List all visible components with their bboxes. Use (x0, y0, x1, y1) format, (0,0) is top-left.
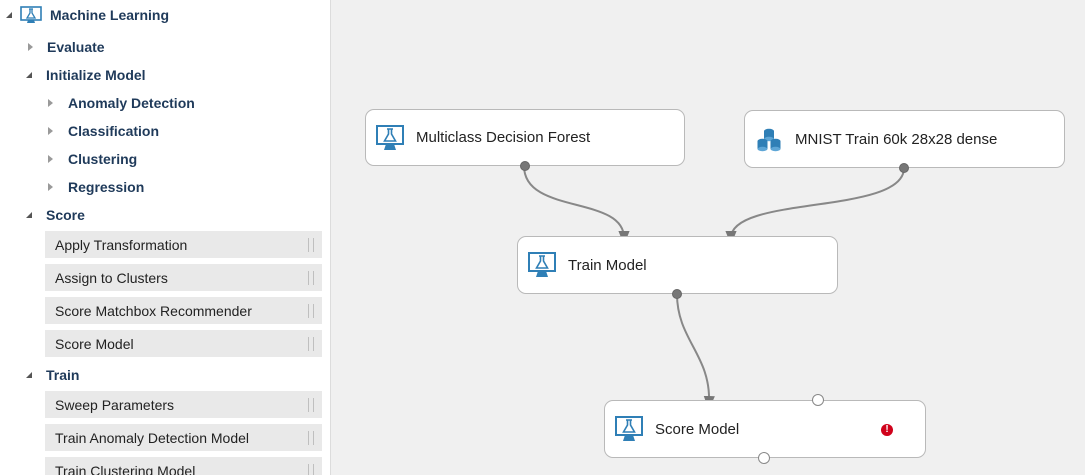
tree-label: Clustering (68, 151, 138, 167)
tree-node-evaluate[interactable]: Evaluate (28, 36, 105, 58)
output-port[interactable] (520, 161, 530, 171)
tree-label: Anomaly Detection (68, 95, 195, 111)
module-score-model[interactable]: Score Model (45, 330, 322, 359)
module-palette: Machine Learning Evaluate Initialize Mod… (0, 0, 331, 475)
collapsed-arrow-icon[interactable] (48, 155, 53, 163)
tree-label: Classification (68, 123, 160, 139)
wire-train-to-score (676, 293, 715, 410)
output-port[interactable] (899, 163, 909, 173)
module-assign-to-clusters[interactable]: Assign to Clusters (45, 264, 322, 293)
tree-node-train[interactable]: Train (26, 364, 79, 386)
node-label: Multiclass Decision Forest (416, 129, 591, 146)
output-port[interactable] (758, 452, 770, 464)
node-score-model[interactable]: Score Model ! (604, 394, 926, 464)
expanded-arrow-icon[interactable] (26, 212, 32, 218)
collapsed-arrow-icon[interactable] (48, 183, 53, 191)
module-train-clustering-model[interactable]: Train Clustering Model (45, 457, 322, 475)
node-label: Score Model (655, 420, 740, 438)
tree-node-initialize-model[interactable]: Initialize Model (26, 64, 146, 86)
node-label: MNIST Train 60k 28x28 dense (795, 130, 998, 148)
warning-icon[interactable]: ! (881, 424, 893, 436)
wire-multiclass-to-train (523, 165, 630, 245)
module-label: Sweep Parameters (55, 396, 175, 413)
drag-handle-icon[interactable] (308, 463, 314, 475)
wire-mnist-to-train (725, 167, 905, 245)
drag-handle-icon[interactable] (308, 237, 314, 252)
module-flask-icon (20, 6, 42, 23)
drag-handle-icon[interactable] (308, 270, 314, 285)
tree-label: Regression (68, 179, 145, 195)
module-sweep-parameters[interactable]: Sweep Parameters (45, 391, 322, 420)
module-label: Apply Transformation (55, 236, 188, 253)
module-flask-icon (615, 416, 643, 441)
module-flask-icon (376, 124, 404, 150)
tree-node-score[interactable]: Score (26, 204, 85, 226)
dataset-cylinders-icon (757, 128, 781, 152)
tree-node-regression[interactable]: Regression (48, 176, 144, 198)
expanded-arrow-icon[interactable] (26, 72, 32, 78)
drag-handle-icon[interactable] (308, 303, 314, 318)
tree-label-train: Train (46, 367, 80, 383)
tree-label-score: Score (46, 207, 85, 223)
module-label: Score Matchbox Recommender (55, 302, 252, 319)
tree-node-machine-learning[interactable]: Machine Learning (6, 4, 169, 26)
drag-handle-icon[interactable] (308, 430, 314, 445)
tree-label-initialize-model: Initialize Model (46, 67, 146, 83)
tree-node-clustering[interactable]: Clustering (48, 148, 137, 170)
tree-label-machine-learning: Machine Learning (50, 7, 170, 23)
node-label: Train Model (568, 256, 647, 274)
expanded-arrow-icon[interactable] (26, 372, 32, 378)
tree-node-anomaly-detection[interactable]: Anomaly Detection (48, 92, 195, 114)
module-apply-transformation[interactable]: Apply Transformation (45, 231, 322, 260)
node-mnist-dataset[interactable]: MNIST Train 60k 28x28 dense (744, 110, 1065, 173)
tree-node-classification[interactable]: Classification (48, 120, 159, 142)
module-score-matchbox-recommender[interactable]: Score Matchbox Recommender (45, 297, 322, 326)
module-train-anomaly-detection-model[interactable]: Train Anomaly Detection Model (45, 424, 322, 453)
collapsed-arrow-icon[interactable] (48, 127, 53, 135)
module-label: Score Model (55, 335, 134, 352)
output-port[interactable] (672, 289, 682, 299)
module-label: Assign to Clusters (55, 269, 168, 286)
input-port-empty[interactable] (812, 394, 824, 406)
tree-label-evaluate: Evaluate (47, 39, 105, 55)
node-train-model[interactable]: Train Model (517, 236, 838, 299)
module-flask-icon (528, 252, 556, 277)
drag-handle-icon[interactable] (308, 336, 314, 351)
drag-handle-icon[interactable] (308, 397, 314, 412)
collapsed-arrow-icon[interactable] (48, 99, 53, 107)
expanded-arrow-icon[interactable] (6, 12, 12, 18)
node-multiclass-decision-forest[interactable]: Multiclass Decision Forest (365, 109, 685, 171)
experiment-canvas[interactable]: Multiclass Decision Forest MNIST Train 6… (331, 0, 1085, 475)
module-label: Train Anomaly Detection Model (55, 429, 250, 446)
module-label: Train Clustering Model (55, 462, 196, 475)
collapsed-arrow-icon[interactable] (28, 43, 33, 51)
